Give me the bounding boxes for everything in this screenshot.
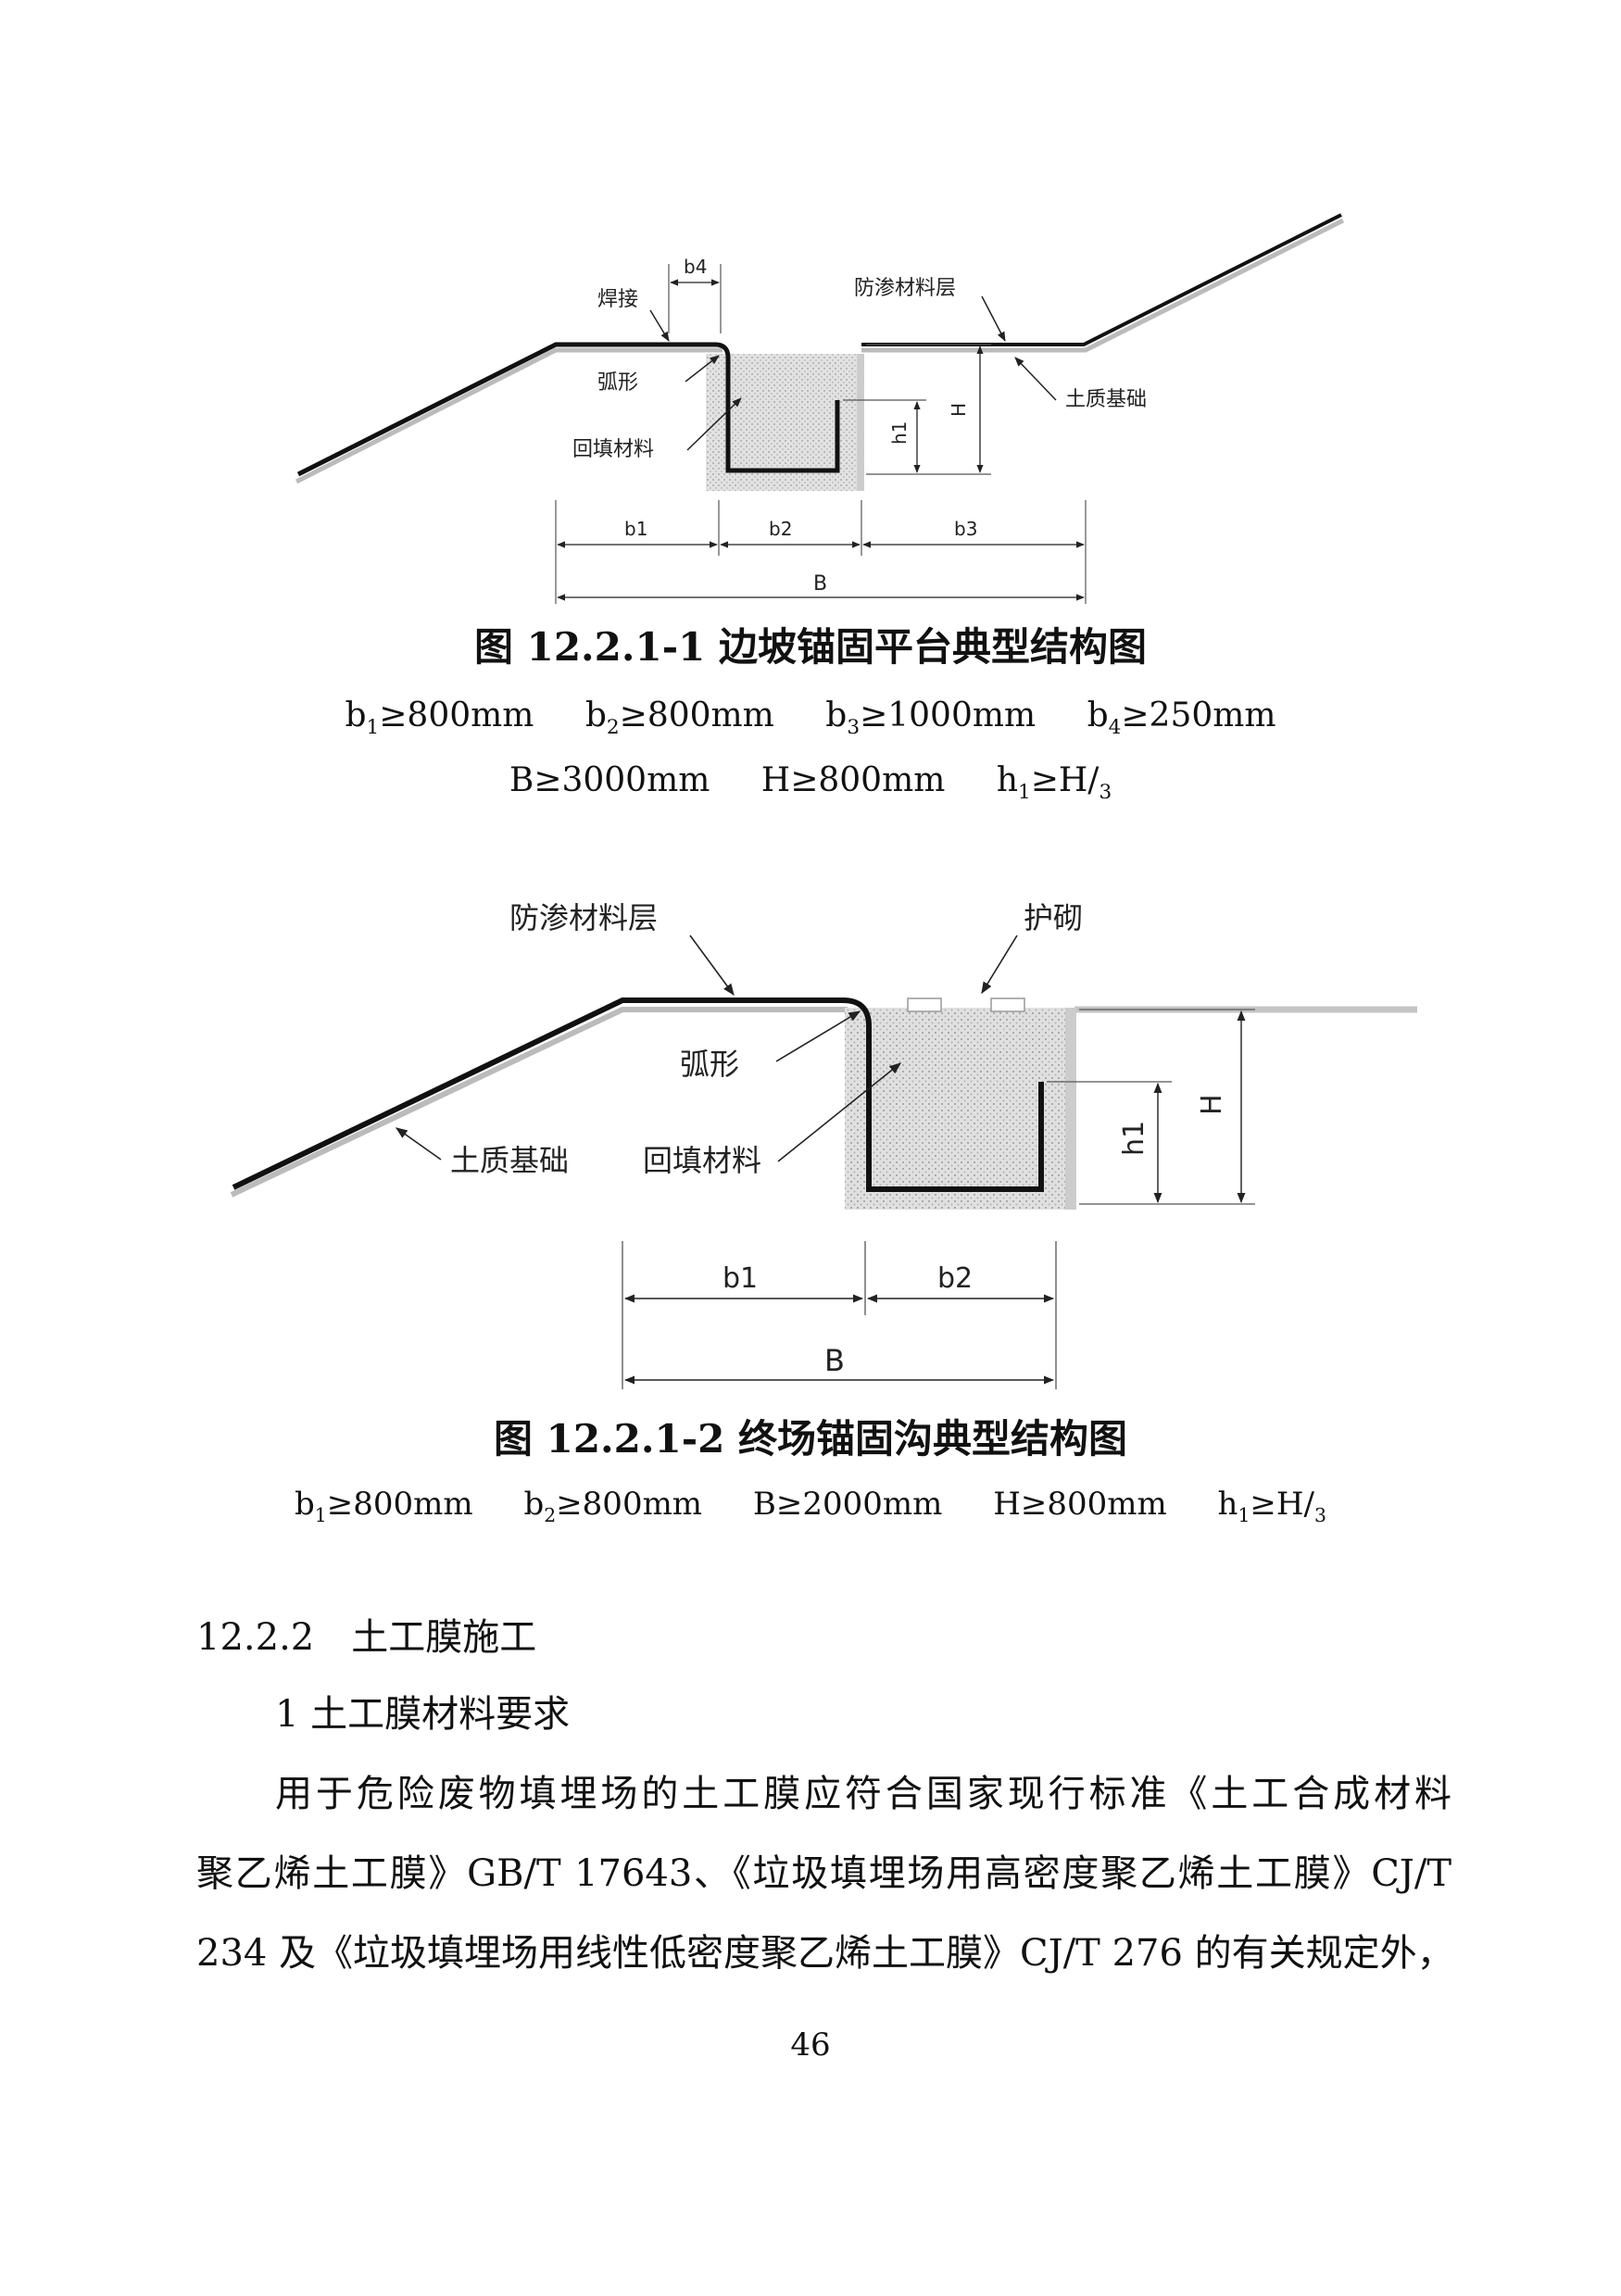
label-liner-2: 防渗材料层 <box>509 900 658 935</box>
figure-2-diagram: 防渗材料层 护砌 弧形 土质基础 回填材料 h1 H b1 b2 B <box>230 900 1417 1389</box>
paragraph-line-3: 234 及《垃圾填埋场用线性低密度聚乙烯土工膜》CJ/T 276 的有关规定外， <box>196 1932 1454 1975</box>
liner-layer-2 <box>232 997 1044 1192</box>
req-b2: b2≥800mm <box>584 696 774 740</box>
req2-b2: b2≥800mm <box>523 1486 703 1526</box>
leader-soil <box>1014 357 1057 401</box>
paragraph-line-2: 聚乙烯土工膜》GB/T 17643、《垃圾填埋场用高密度聚乙烯土工膜》CJ/T <box>196 1852 1451 1895</box>
req-H: H≥800mm <box>760 761 946 799</box>
leader-soil-2 <box>395 1127 442 1161</box>
label-backfill: 回填材料 <box>572 438 654 461</box>
leader-protect <box>981 935 1018 995</box>
figure-1-requirements-line-2: B≥3000mm H≥800mm h1≥H/3 <box>0 761 1621 804</box>
label-backfill-2: 回填材料 <box>643 1143 761 1178</box>
liner-layer <box>296 342 840 477</box>
label-b1: b1 <box>624 518 647 540</box>
req-B: B≥3000mm <box>509 761 710 799</box>
req-b1: b1≥800mm <box>345 696 534 740</box>
label-H: H <box>948 403 970 417</box>
label-b3: b3 <box>954 518 977 540</box>
figure-2-caption: 图 12.2.1-2 终场锚固沟典型结构图 <box>493 1416 1128 1462</box>
label-soil-2: 土质基础 <box>450 1143 569 1178</box>
label-H-2: H <box>1196 1094 1228 1115</box>
label-h1-2: h1 <box>1118 1121 1150 1156</box>
page-number: 46 <box>790 2026 831 2064</box>
figure-1-diagram: 焊接 b4 防渗材料层 弧形 回填材料 土质基础 h1 H b1 b2 b3 B <box>295 213 1345 604</box>
label-weld: 焊接 <box>597 288 638 311</box>
section-item-1: 1 土工膜材料要求 <box>275 1693 571 1736</box>
protection-cap-2 <box>990 997 1025 1012</box>
trench-backfill-2 <box>845 1008 1076 1210</box>
label-arc-2: 弧形 <box>680 1047 739 1082</box>
leader-backfill-2 <box>777 1062 901 1162</box>
label-B: B <box>813 572 827 596</box>
trench-wall-right <box>857 354 864 491</box>
leader-backfill <box>686 397 742 451</box>
figure-1-requirements-line-1: b1≥800mm b2≥800mm b3≥1000mm b4≥250mm <box>0 696 1621 739</box>
label-b1-2: b1 <box>723 1262 758 1295</box>
req-b4: b4≥250mm <box>1087 696 1276 740</box>
label-soil: 土质基础 <box>1065 388 1147 411</box>
leader-arc <box>685 355 720 383</box>
leader-weld <box>649 309 670 342</box>
paragraph-line-1: 用于危险废物填埋场的土工膜应符合国家现行标准《土工合成材料 <box>275 1773 1451 1815</box>
section-heading: 12.2.2 土工膜施工 <box>196 1616 537 1659</box>
label-B-2: B <box>824 1343 845 1378</box>
label-b4: b4 <box>684 256 707 278</box>
req2-B: B≥2000mm <box>752 1486 943 1523</box>
figure-2-requirements-line: b1≥800mm b2≥800mm B≥2000mm H≥800mm h1≥H/… <box>0 1486 1621 1526</box>
label-h1: h1 <box>888 421 911 445</box>
ground-surface-hatch-2 <box>230 1007 848 1198</box>
figure-1-caption: 图 12.2.1-1 边坡锚固平台典型结构图 <box>473 624 1148 670</box>
req-h1: h1≥H/3 <box>996 761 1112 805</box>
req2-h1: h1≥H/3 <box>1217 1486 1326 1526</box>
leader-liner <box>981 295 1006 342</box>
req2-b1: b1≥800mm <box>295 1486 473 1526</box>
ground-surface-hatch <box>295 218 1345 484</box>
label-b2: b2 <box>769 518 792 540</box>
protection-cap-1 <box>907 997 942 1012</box>
label-protect: 护砌 <box>1024 900 1083 935</box>
req-b3: b3≥1000mm <box>825 696 1037 740</box>
label-arc: 弧形 <box>597 371 638 395</box>
label-liner: 防渗材料层 <box>854 277 956 300</box>
label-b2-2: b2 <box>937 1262 973 1295</box>
leader-liner-2 <box>689 935 735 997</box>
req2-H: H≥800mm <box>993 1486 1167 1523</box>
trench-wall-right-2 <box>1065 1008 1076 1210</box>
leader-arc-2 <box>775 1010 861 1062</box>
